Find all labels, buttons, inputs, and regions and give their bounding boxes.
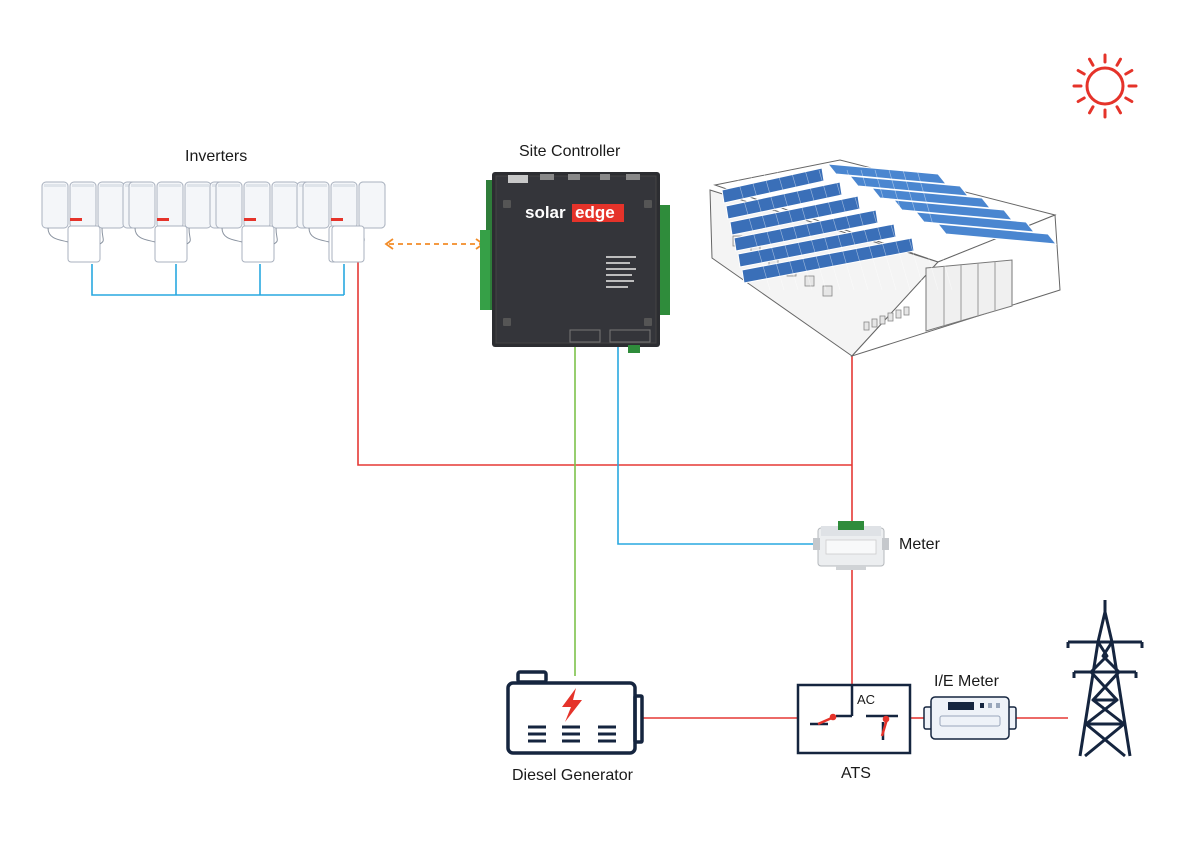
ats-label: ATS bbox=[841, 765, 871, 782]
ie-meter-label: I/E Meter bbox=[934, 673, 999, 690]
ats-switch bbox=[796, 683, 912, 755]
diesel-generator-label: Diesel Generator bbox=[512, 767, 633, 784]
inverter-power-line bbox=[357, 262, 852, 466]
wireless-link bbox=[384, 238, 485, 250]
inverter-group bbox=[41, 181, 386, 263]
transmission-tower-icon bbox=[1066, 600, 1144, 758]
power-lines bbox=[357, 262, 1068, 719]
energy-meter bbox=[813, 521, 889, 570]
meter-label: Meter bbox=[899, 536, 940, 553]
site-controller-label: Site Controller bbox=[519, 143, 621, 160]
inverter-comm-bus bbox=[91, 264, 345, 296]
diesel-generator bbox=[506, 670, 644, 755]
lightning-bolt-icon bbox=[562, 688, 582, 722]
brand-text-right: edge bbox=[575, 203, 615, 222]
brand-text-left: solar bbox=[525, 203, 566, 222]
sun-icon bbox=[1072, 53, 1138, 119]
ie-meter bbox=[923, 696, 1017, 740]
solar-building bbox=[709, 159, 1061, 358]
inverters-label: Inverters bbox=[185, 148, 248, 165]
ats-ac-label: AC bbox=[857, 692, 875, 707]
site-controller: solar edge bbox=[480, 172, 670, 353]
controller-to-meter-line bbox=[617, 347, 818, 545]
